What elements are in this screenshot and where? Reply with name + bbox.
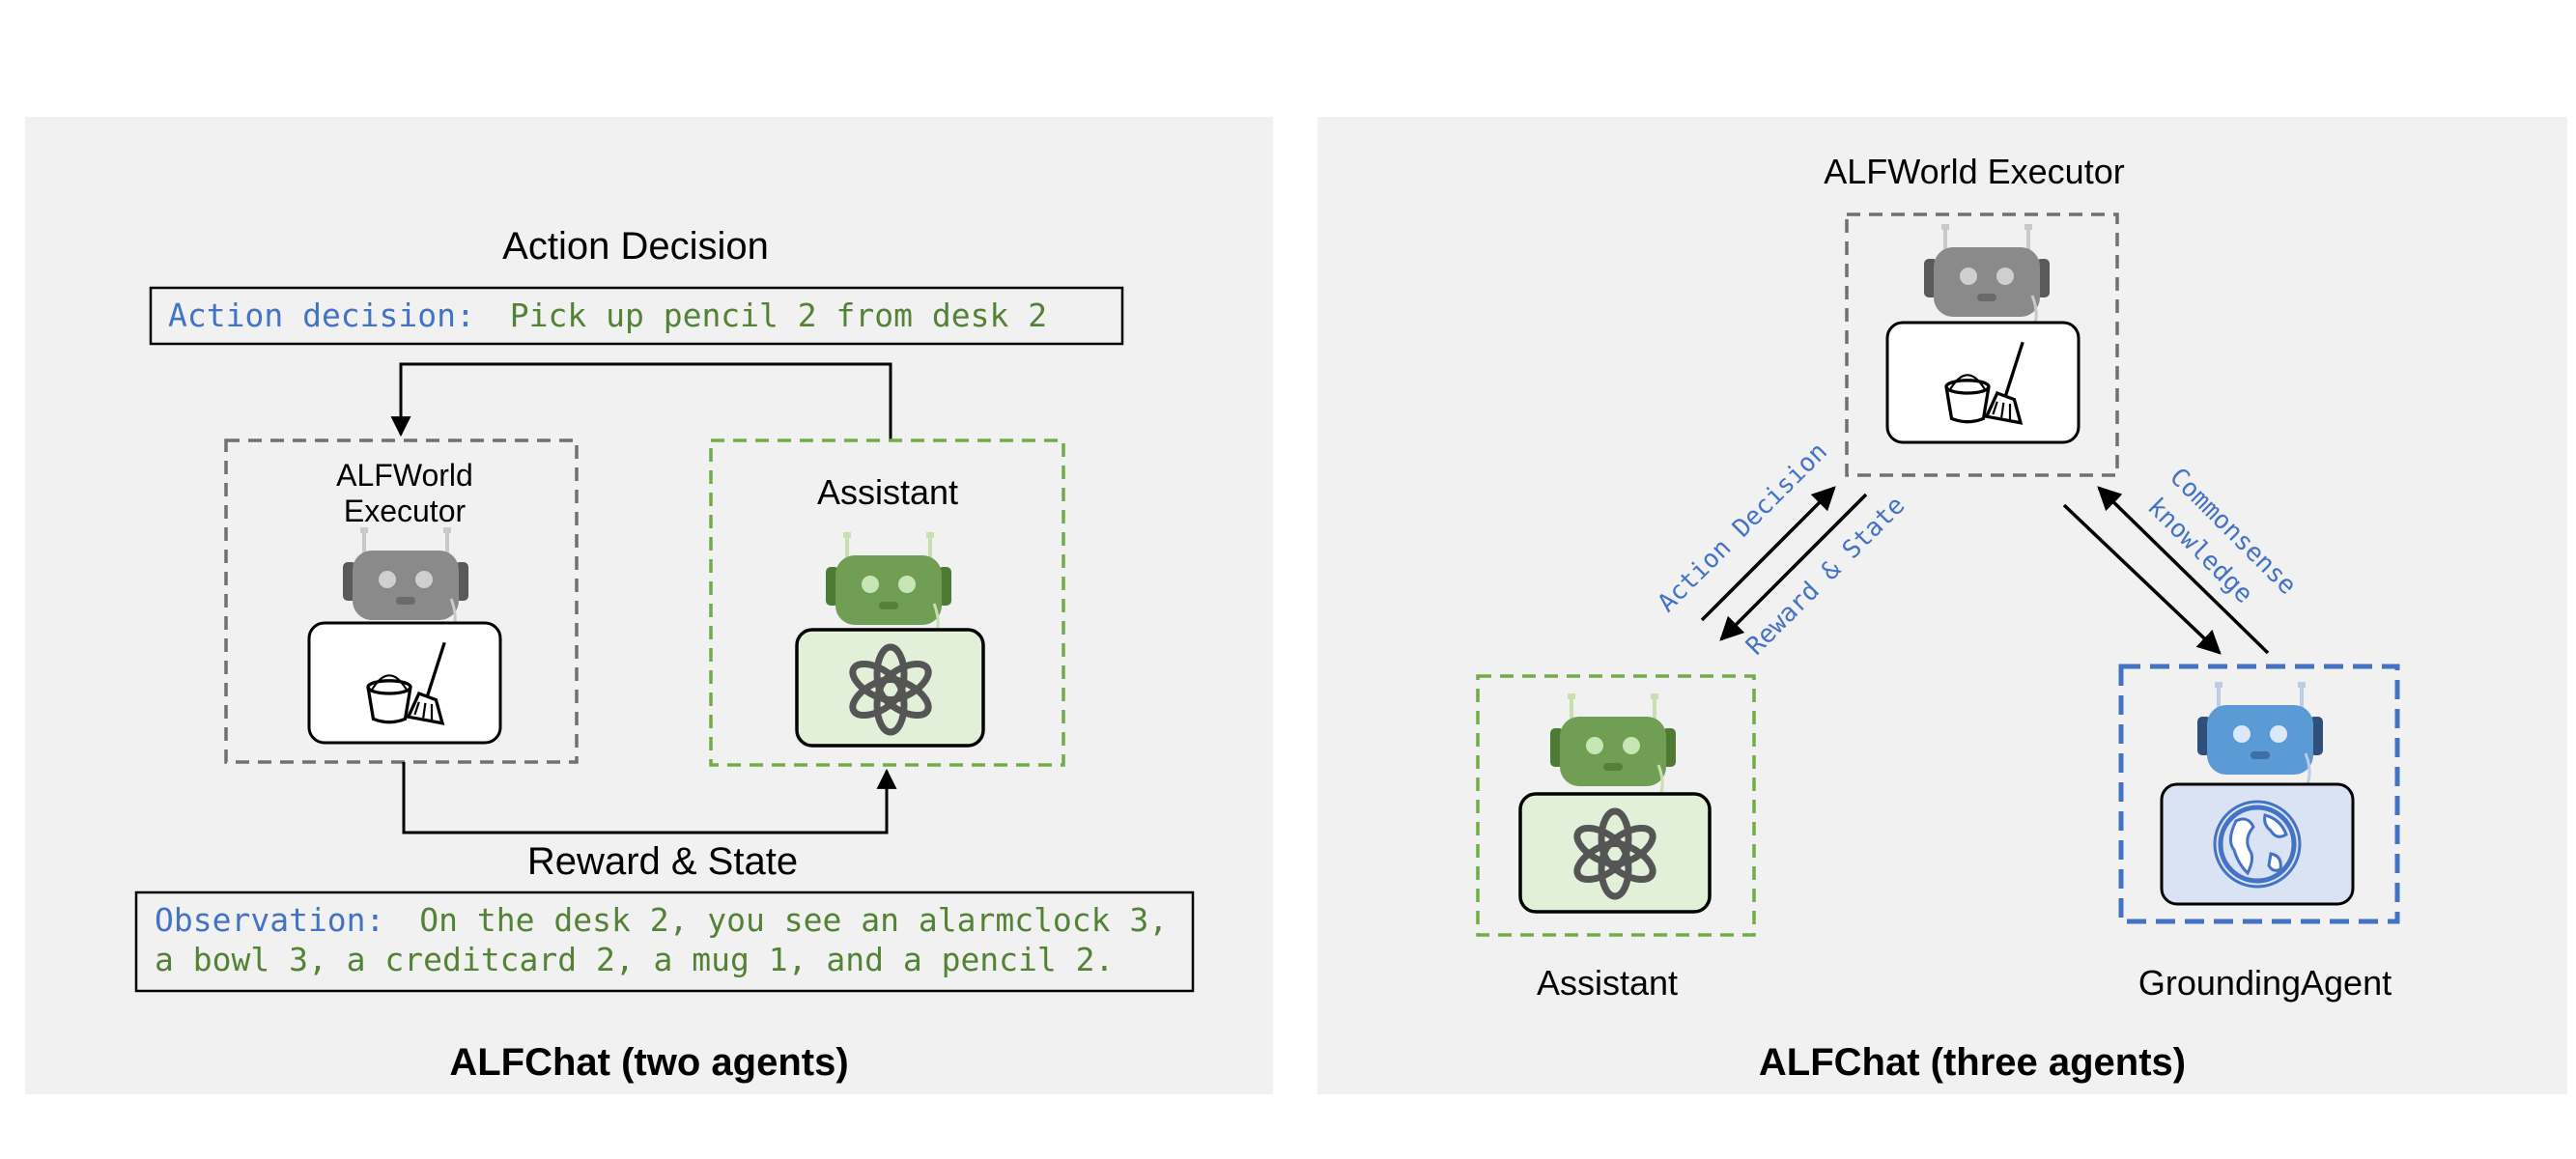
executor-label-line1: ALFWorld [336, 458, 473, 493]
action-decision-title: Action Decision [502, 225, 769, 268]
observation-label: Observation: [155, 901, 384, 939]
globe-icon [2215, 802, 2300, 887]
arrow-executor-to-assistant-right [1719, 493, 1868, 641]
grounding-title: GroundingAgent [2138, 963, 2392, 1003]
reward-state-title: Reward & State [527, 840, 798, 883]
action-decision-value: Pick up pencil 2 from desk 2 [510, 297, 1047, 334]
assistant-screen [795, 628, 985, 748]
executor-dashed-box [224, 438, 579, 764]
assistant-screen-right [1518, 792, 1712, 914]
observation-line2: a bowl 3, a creditcard 2, a mug 1, and a… [155, 941, 1114, 978]
right-panel: ALFWorld Executor Assistant GroundingAge… [1317, 117, 2567, 1094]
arrow-assistant-to-executor-right [1700, 486, 1836, 622]
arrow-grounding-to-executor [2097, 486, 2270, 655]
observation-line1: Observation: On the desk 2, you see an a… [155, 901, 1168, 939]
arrow-assistant-to-executor [390, 362, 892, 439]
right-caption: ALFChat (three agents) [1759, 1041, 2186, 1084]
grounding-dashed-box [2118, 664, 2400, 924]
left-caption: ALFChat (two agents) [449, 1041, 848, 1084]
action-decision-text: Action decision: Pick up pencil 2 from d… [168, 297, 1047, 334]
assistant-dashed-box [709, 438, 1065, 767]
executor-dashed-box-right [1845, 212, 2119, 477]
assistant-dashed-box-right [1476, 674, 1756, 937]
executor-title: ALFWorld Executor [1824, 152, 2124, 191]
action-decision-label: Action decision: [168, 297, 475, 334]
observation-box [134, 890, 1195, 993]
assistant-label: Assistant [817, 472, 958, 512]
arrow-executor-to-grounding [2062, 503, 2222, 655]
executor-label-line2: Executor [344, 494, 467, 528]
observation-text-1: On the desk 2, you see an alarmclock 3, [419, 901, 1168, 939]
left-panel: Action Decision Action decision: Pick up… [25, 117, 1273, 1094]
action-decision-box [149, 286, 1124, 346]
arrow-executor-to-assistant [402, 762, 897, 834]
assistant-title-right: Assistant [1537, 963, 1678, 1003]
